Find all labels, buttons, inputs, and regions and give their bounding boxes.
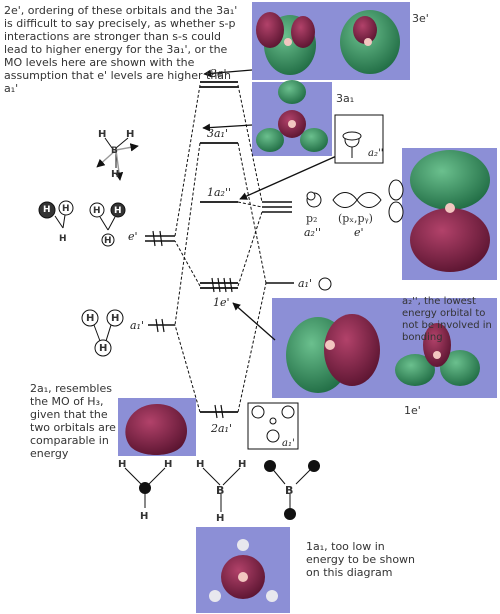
mo-label-3a1: 3a₁': [207, 127, 228, 140]
a1-1-note: 1a₁, too low in energy to be shown on th…: [306, 540, 416, 579]
bottom-molecules: [124, 460, 320, 520]
mo-label-1a2pp: 1a₂'': [207, 186, 232, 199]
atom-h-f9: H: [99, 343, 108, 354]
inset-a2pp: [334, 114, 384, 164]
atom-h-3: H: [111, 169, 120, 180]
atom-h-b4: H: [196, 459, 205, 470]
ordering-note: 2e', ordering of these orbitals and the …: [4, 4, 238, 95]
atom-h-f1: H: [43, 205, 51, 215]
right-frag-a1-label: a₁': [298, 277, 312, 290]
a1-2-note: 2a₁, resembles the MO of H₃, given that …: [30, 382, 116, 460]
left-fragment-h3-a1: [81, 309, 124, 357]
orbital-label-1e: 1e': [404, 404, 421, 417]
correlation-lines: [174, 84, 267, 413]
atom-h-1: H: [98, 129, 107, 140]
atom-h-f7: H: [86, 313, 95, 324]
pxy-sym-label: e': [354, 226, 364, 239]
right-fragment-levels: [262, 201, 294, 284]
orbital-panel-3e: [252, 2, 410, 80]
orbital-panel-a2pp: [402, 148, 497, 280]
mo-label-2a1: 2a₁': [211, 422, 232, 435]
atom-b-b2: B: [285, 484, 294, 497]
atom-b-b1: B: [216, 484, 225, 497]
atom-h-f2: H: [62, 204, 70, 214]
atom-h-f6: H: [104, 236, 112, 246]
left-frag-e-label: e': [128, 230, 138, 243]
left-fragment-levels: [145, 230, 175, 333]
p-orbital-shapes: [306, 179, 404, 291]
left-frag-a1-label: a₁': [130, 319, 144, 332]
atom-h-f4: H: [93, 206, 101, 216]
atom-h-f5: H: [114, 206, 122, 216]
atom-h-f8: H: [111, 313, 120, 324]
atom-h-2: H: [126, 129, 135, 140]
mo-label-1e: 1e': [213, 296, 230, 309]
inset-a1p-label: a₁': [282, 438, 295, 449]
orbital-panel-1e: [272, 298, 497, 398]
orbital-label-3e: 3e': [412, 12, 429, 25]
pxy-label: (pₓ,pᵧ): [338, 212, 373, 225]
orbital-panel-1a1: [196, 527, 290, 613]
mo-label-2e: 2e': [210, 67, 227, 80]
mo-levels: [200, 81, 238, 419]
atom-h-b6: H: [216, 513, 225, 524]
arrows: [202, 69, 351, 341]
orbital-panel-3a1: [252, 80, 332, 156]
atom-b-axes: B: [111, 146, 118, 156]
orbital-label-3a1: 3a₁: [336, 92, 355, 105]
left-fragment-h3-e: [38, 200, 126, 247]
a2-note: a₂'', the lowest energy orbital to not b…: [402, 296, 492, 343]
orbital-panel-2a1: [118, 398, 196, 456]
bh3-axes-molecule: [96, 137, 139, 181]
atom-h-b5: H: [238, 459, 247, 470]
pz-sym-label: a₂'': [304, 226, 322, 239]
atom-h-b2: H: [164, 459, 173, 470]
atom-h-f3: H: [59, 234, 67, 244]
atom-h-b1: H: [118, 459, 127, 470]
inset-a1p: [247, 402, 299, 450]
inset-a2pp-label: a₂'': [368, 148, 384, 159]
atom-h-b3: H: [140, 511, 149, 522]
pz-label: p₂: [306, 212, 318, 225]
